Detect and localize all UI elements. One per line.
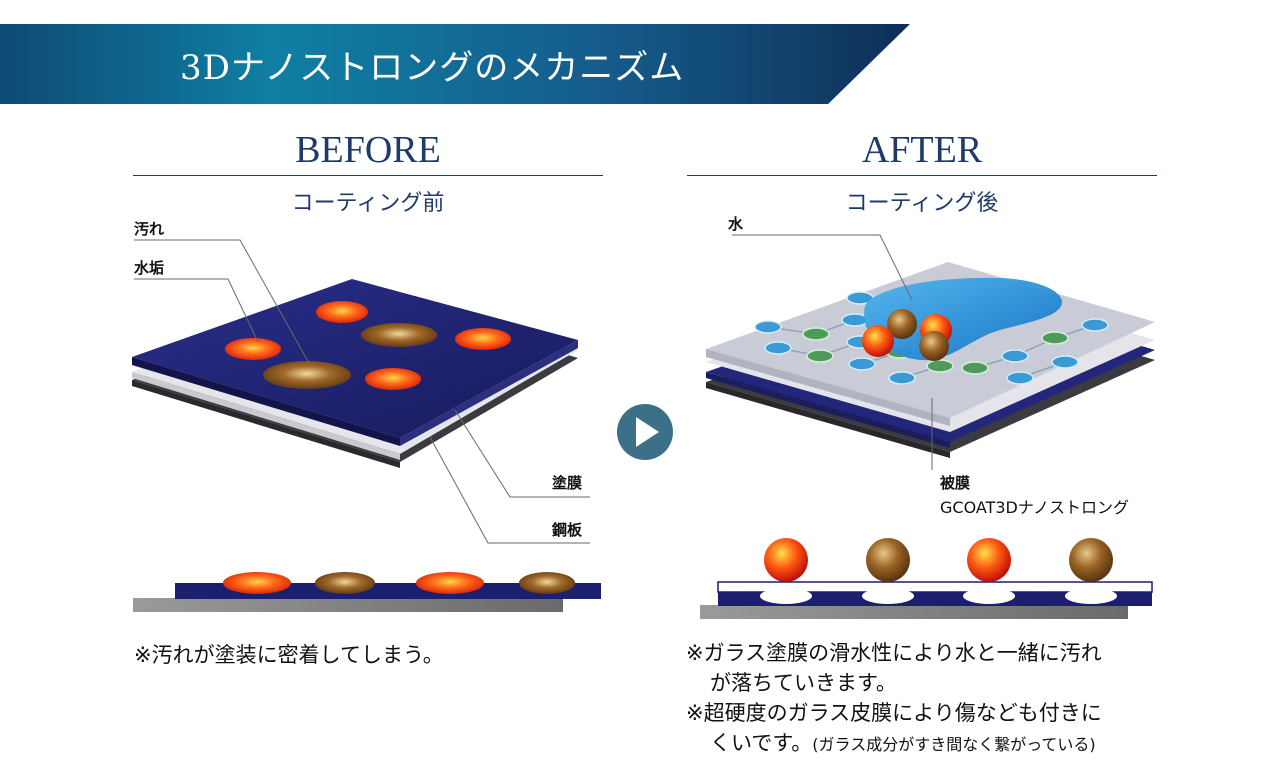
page-title: 3Dナノストロングのメカニズム xyxy=(180,48,685,88)
dirt-stain xyxy=(365,368,421,390)
label-paint-film: 塗膜 xyxy=(552,474,583,492)
before-heading: BEFORE xyxy=(295,129,441,171)
dirt-stain xyxy=(225,338,281,360)
after-dirt-balls xyxy=(862,309,952,361)
after-rule xyxy=(687,175,1157,176)
play-arrow-icon xyxy=(617,404,673,460)
after-note-line: くいです。(ガラス成分がすき間なく繋がっている) xyxy=(686,728,1102,760)
after-note-text: くいです。 xyxy=(710,731,813,755)
after-notes: ※ガラス塗膜の滑水性により水と一緒に汚れ が落ちていきます。 ※超硬度のガラス皮… xyxy=(686,638,1102,760)
after-note-paren: (ガラス成分がすき間なく繋がっている) xyxy=(812,735,1096,754)
after-note-line: が落ちていきます。 xyxy=(710,671,897,695)
before-layer-stack xyxy=(132,279,578,468)
glass-molecules xyxy=(754,291,1109,385)
dirt-stain xyxy=(316,301,368,323)
after-note-line: ※超硬度のガラス皮膜により傷なども付きに xyxy=(686,701,1102,725)
before-note: ※汚れが塗装に密着してしまう。 xyxy=(134,643,444,667)
scale-stain xyxy=(361,323,437,347)
label-water: 水 xyxy=(728,215,744,233)
before-subheading: コーティング前 xyxy=(291,191,445,216)
after-heading: AFTER xyxy=(861,129,983,171)
before-stains xyxy=(225,301,511,390)
label-coating-product: GCOAT3Dナノストロング xyxy=(940,498,1130,517)
scale-stain xyxy=(263,361,351,389)
label-dirt: 汚れ xyxy=(134,220,165,238)
dirt-stain xyxy=(455,328,511,350)
after-note-line: ※ガラス塗膜の滑水性により水と一緒に汚れ xyxy=(686,641,1102,665)
label-coating-film: 被膜 xyxy=(940,474,971,492)
after-cross-section xyxy=(700,538,1153,619)
after-subheading: コーティング後 xyxy=(845,191,999,216)
label-water-scale: 水垢 xyxy=(134,259,165,277)
before-cross-section xyxy=(133,572,601,612)
after-leader-lines xyxy=(732,234,933,470)
before-rule xyxy=(133,175,603,176)
water-droplet xyxy=(864,277,1062,361)
label-steel-plate: 鋼板 xyxy=(552,521,583,539)
before-leader-lines xyxy=(134,239,590,544)
title-banner xyxy=(0,24,910,104)
